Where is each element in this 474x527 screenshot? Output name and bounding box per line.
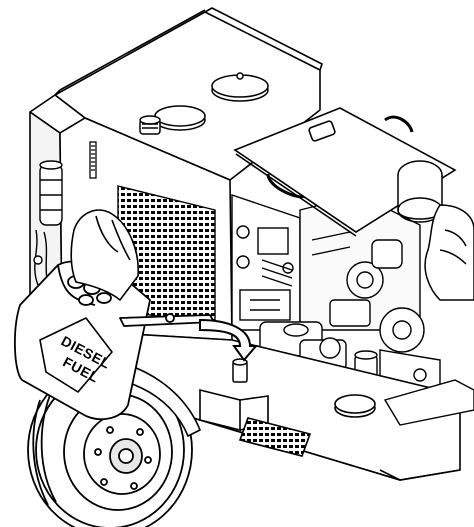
top-cap-left <box>154 105 206 131</box>
diesel-fuel-can <box>14 260 215 421</box>
top-cap-right <box>211 72 269 102</box>
can-label-panel <box>39 317 113 393</box>
left-hand <box>70 209 139 302</box>
side-slot <box>89 141 97 179</box>
tow-tongue <box>383 379 474 426</box>
fuel-cap <box>139 115 161 135</box>
air-filter-canister <box>39 160 63 226</box>
right-hand <box>424 204 474 301</box>
base-skid <box>61 329 461 481</box>
control-panel <box>231 194 301 331</box>
pour-direction-arrow <box>199 318 259 362</box>
filler-neck <box>232 358 248 383</box>
